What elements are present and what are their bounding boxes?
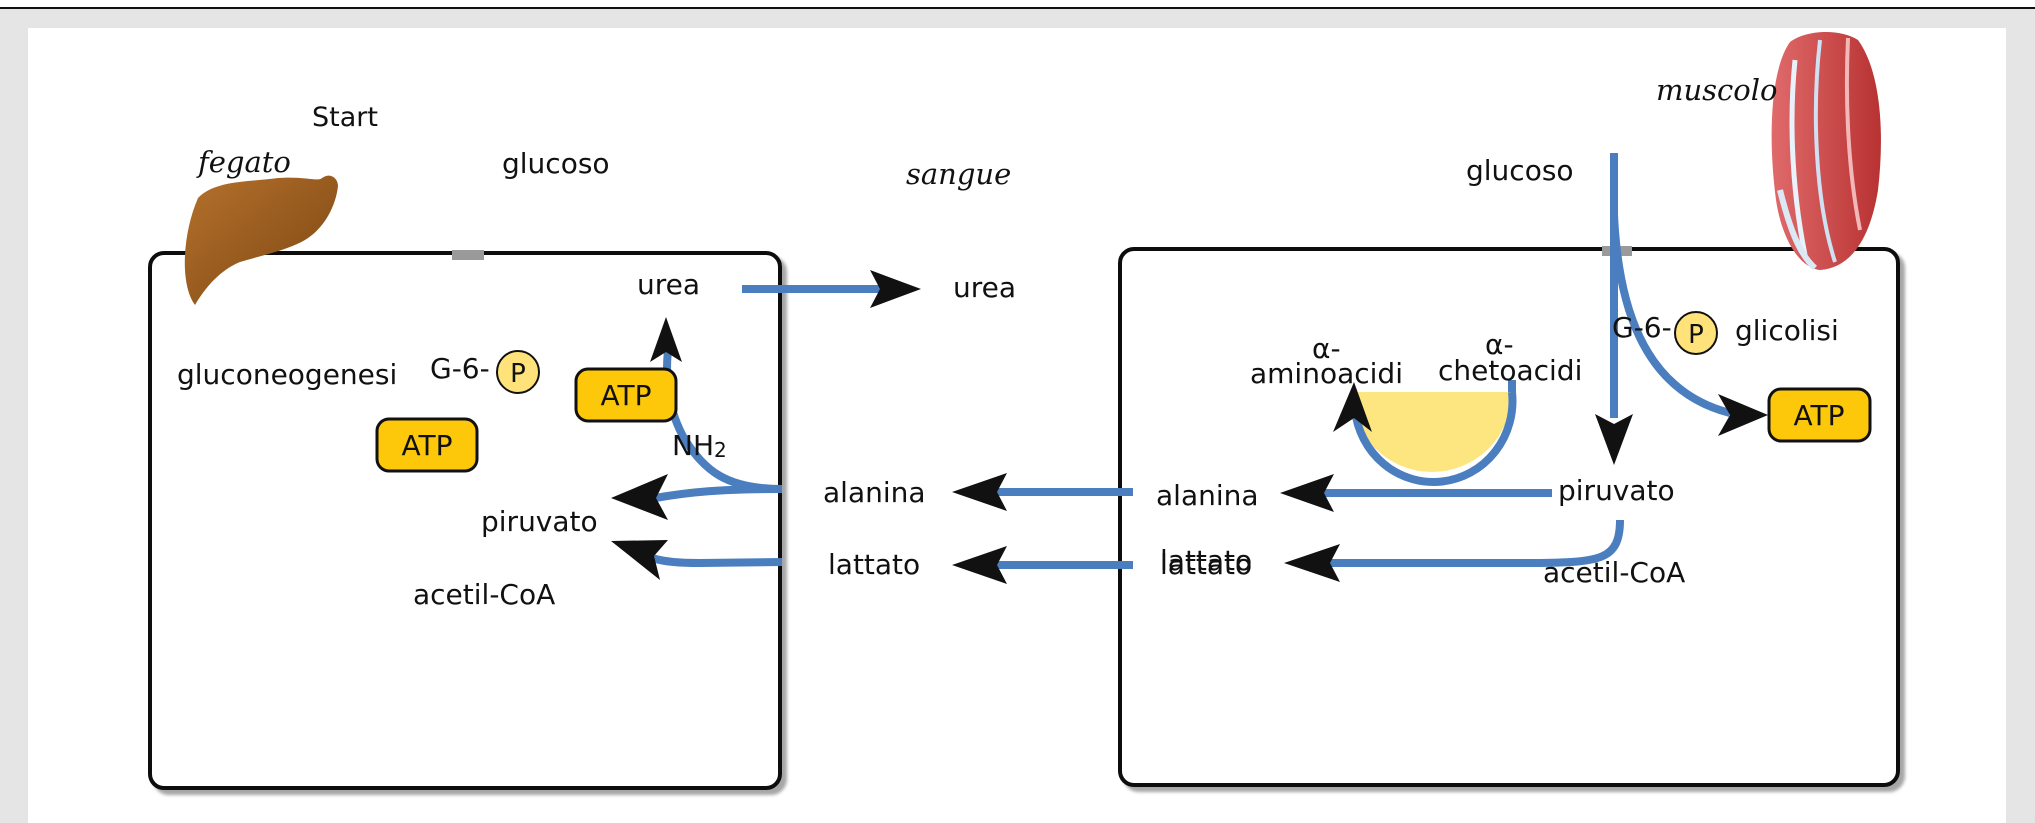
region-muscle-label: muscolo bbox=[1656, 73, 1778, 107]
arrow-to-pyruvate-alanine bbox=[611, 474, 668, 520]
liver-acetyl-coa-label: acetil-CoA bbox=[413, 578, 555, 611]
liver-glucose-label: glucoso bbox=[502, 147, 610, 180]
muscle-lactate-label-overlap: lattato bbox=[1160, 548, 1252, 581]
liver-g6p-prefix: G-6- bbox=[430, 352, 490, 385]
phosphate-liver: P bbox=[496, 350, 540, 394]
arrow-to-aminoacids bbox=[1333, 382, 1372, 432]
flow-glycolysis-atp bbox=[1610, 214, 1731, 417]
atp-label: ATP bbox=[402, 429, 453, 462]
transamination-semicircle bbox=[1352, 392, 1512, 472]
liver-icon bbox=[184, 175, 338, 305]
muscle-lactate-label: lattato bbox=[1160, 544, 1252, 577]
arrow-urea-export bbox=[870, 270, 921, 308]
alpha-aminoacids-line2: aminoacidi bbox=[1250, 357, 1403, 390]
alpha-aminoacids-line1: α- bbox=[1312, 332, 1341, 365]
flow-pyruvate-to-lactate-muscle bbox=[1330, 519, 1624, 567]
atp-label: ATP bbox=[1794, 399, 1845, 432]
muscle-acetyl-coa-label: acetil-CoA bbox=[1543, 556, 1685, 589]
blood-alanine-label: alanina bbox=[823, 476, 926, 509]
top-border bbox=[0, 0, 2035, 9]
arrow-to-atp-muscle bbox=[1718, 394, 1768, 436]
liver-cell-box bbox=[148, 251, 782, 790]
phosphate-muscle: P bbox=[1674, 311, 1718, 355]
arrow-to-pyruvate-muscle bbox=[1595, 414, 1633, 465]
atp-badge-liver-1: ATP bbox=[375, 417, 479, 473]
arrow-to-alanine-muscle bbox=[1280, 474, 1334, 512]
blood-urea-label: urea bbox=[953, 271, 1016, 304]
muscle-g6p-prefix: G-6- bbox=[1612, 311, 1672, 344]
flow-lactate-to-pyruvate-liver bbox=[650, 554, 783, 568]
muscle-cell-box bbox=[1118, 247, 1900, 787]
atp-label: ATP bbox=[601, 379, 652, 412]
atp-badge-liver-2: ATP bbox=[574, 367, 678, 423]
muscle-alanine-label: alanina bbox=[1156, 479, 1259, 512]
transamination-arc bbox=[1351, 391, 1517, 486]
muscle-pyruvate-label: piruvato bbox=[1558, 474, 1675, 507]
arrow-to-pyruvate-lactate bbox=[611, 540, 668, 580]
arrow-lactate-blood bbox=[952, 546, 1007, 584]
arrow-to-lactate-muscle bbox=[1284, 544, 1340, 582]
muscle-icon bbox=[1771, 31, 1881, 271]
alpha-ketoacids-line2: chetoacidi bbox=[1438, 354, 1582, 387]
diagram-canvas: ATP ATP ATP P P Start fegato sangue musc… bbox=[28, 28, 2006, 823]
glycolysis-label: glicolisi bbox=[1735, 314, 1839, 347]
phosphate-label: P bbox=[510, 359, 526, 389]
atp-badge-muscle: ATP bbox=[1767, 387, 1872, 443]
liver-urea-label: urea bbox=[637, 268, 700, 301]
liver-glucose-transporter bbox=[452, 250, 484, 260]
muscle-glucose-label: glucoso bbox=[1466, 154, 1574, 187]
nh2-label: NH2 bbox=[672, 429, 727, 462]
phosphate-label: P bbox=[1688, 320, 1704, 350]
liver-pyruvate-label: piruvato bbox=[481, 505, 598, 538]
gluconeogenesis-label: gluconeogenesi bbox=[177, 358, 397, 391]
cori-alanine-cycle-diagram: ATP ATP ATP P P Start fegato sangue musc… bbox=[148, 31, 1900, 790]
region-liver-label: fegato bbox=[196, 145, 291, 179]
arrow-alanine-blood bbox=[952, 473, 1007, 511]
alpha-ketoacids-line1: α- bbox=[1485, 328, 1514, 361]
start-label: Start bbox=[312, 102, 378, 133]
flow-alanine-to-pyruvate-liver bbox=[654, 485, 783, 502]
region-blood-label: sangue bbox=[906, 157, 1011, 191]
arrow-to-urea bbox=[650, 317, 682, 362]
blood-lactate-label: lattato bbox=[828, 548, 920, 581]
